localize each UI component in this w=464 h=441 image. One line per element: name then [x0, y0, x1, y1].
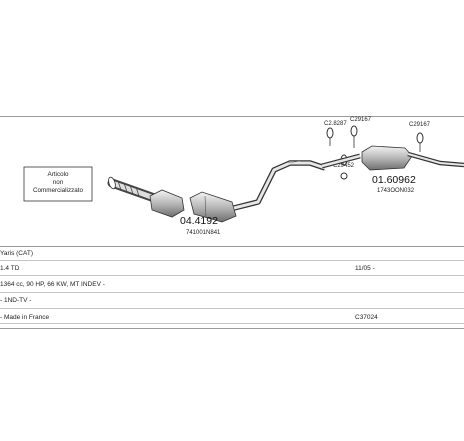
catalytic-converter-2 — [189, 191, 237, 223]
row-date: 11/05 - — [355, 265, 375, 272]
row-reference: C37024 — [355, 314, 378, 321]
row-spec: 1364 cc, 90 HP, 66 KW, MT INDEV - — [0, 281, 105, 288]
table-top-divider — [0, 246, 464, 247]
part-number: 01.60962 — [372, 174, 416, 186]
row-divider — [0, 275, 464, 276]
row-model: Yaris (CAT) — [0, 250, 33, 257]
row-engine-code: - 1ND-TV - — [0, 297, 32, 304]
table-bottom-divider — [0, 328, 464, 329]
clamp-C29167-a: C29167 — [350, 117, 372, 148]
exhaust-system-drawing: Articolo non Commercializzato — [23, 117, 464, 236]
row-divider — [0, 260, 464, 261]
clamp-label: C29167 — [350, 117, 372, 123]
clamp-label: C2.8287 — [324, 121, 347, 127]
exhaust-diagram: Articolo non Commercializzato — [0, 116, 464, 246]
rear-silencer — [321, 145, 464, 171]
row-divider — [0, 308, 464, 309]
clamp-C2.8287: C2.8287 — [324, 121, 347, 146]
clamp-label: C29452 — [333, 163, 355, 169]
catalytic-converter-1 — [149, 189, 185, 218]
row-divider — [0, 292, 464, 293]
note-line-3: Commercializzato — [33, 187, 84, 194]
top-divider — [0, 116, 464, 117]
note-line-2: non — [53, 179, 64, 186]
row-origin: - Made in France — [0, 314, 50, 321]
clamp-label: C29167 — [409, 122, 431, 128]
part-subcode: 1743OON032 — [377, 188, 415, 194]
not-sold-note-box: Articolo non Commercializzato — [23, 166, 93, 202]
part-number: 04.4192 — [180, 215, 218, 227]
row-engine: 1.4 TD — [0, 265, 20, 272]
clamp-C29167-b: C29167 — [409, 122, 431, 152]
note-line-1: Articolo — [48, 171, 69, 178]
row-divider — [0, 323, 464, 324]
part-subcode: 741001N841 — [186, 230, 221, 236]
middle-pipe — [233, 160, 326, 211]
